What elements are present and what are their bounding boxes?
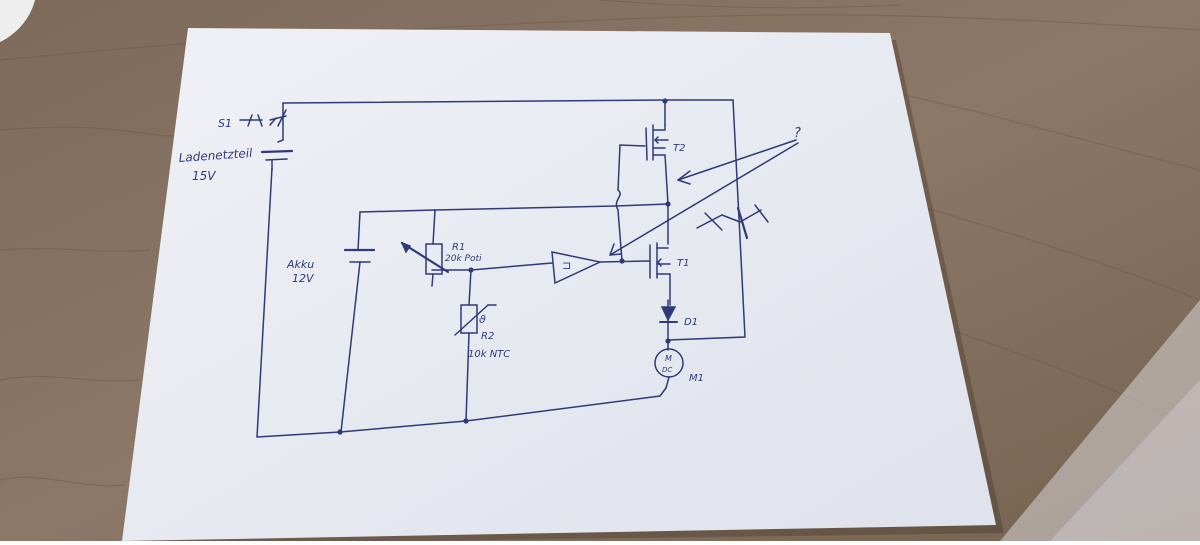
motor-ref-label: M1: [689, 373, 704, 384]
ntc-temp-label: ϑ: [479, 313, 486, 326]
charger-label: Ladenetzteil: [178, 146, 253, 165]
motor-dc-label: DC: [662, 366, 672, 374]
paper-sheet: [122, 28, 996, 541]
question-mark: ?: [794, 126, 801, 141]
comparator-symbol: ⊐: [562, 259, 571, 272]
switch-label: S1: [218, 117, 232, 130]
mosfet-t1-label: T1: [677, 258, 689, 269]
diode-label: D1: [684, 317, 698, 328]
charger-voltage-label: 15V: [192, 169, 216, 183]
light-reflection: [1050, 380, 1200, 541]
battery-label: Akku: [286, 258, 314, 271]
ntc-value-label: 10k NTC: [468, 349, 510, 360]
motor-m-label: M: [665, 354, 672, 363]
mosfet-t2-label: T2: [673, 143, 685, 154]
junction-dots: [337, 98, 671, 435]
pot-value-label: 20k Poti: [445, 254, 482, 264]
white-object: [0, 0, 35, 42]
left-wire: [256, 167, 273, 438]
ntc-ref-label: R2: [481, 331, 494, 342]
pot-ref-label: R1: [452, 242, 465, 253]
battery-voltage-label: 12V: [292, 272, 315, 285]
